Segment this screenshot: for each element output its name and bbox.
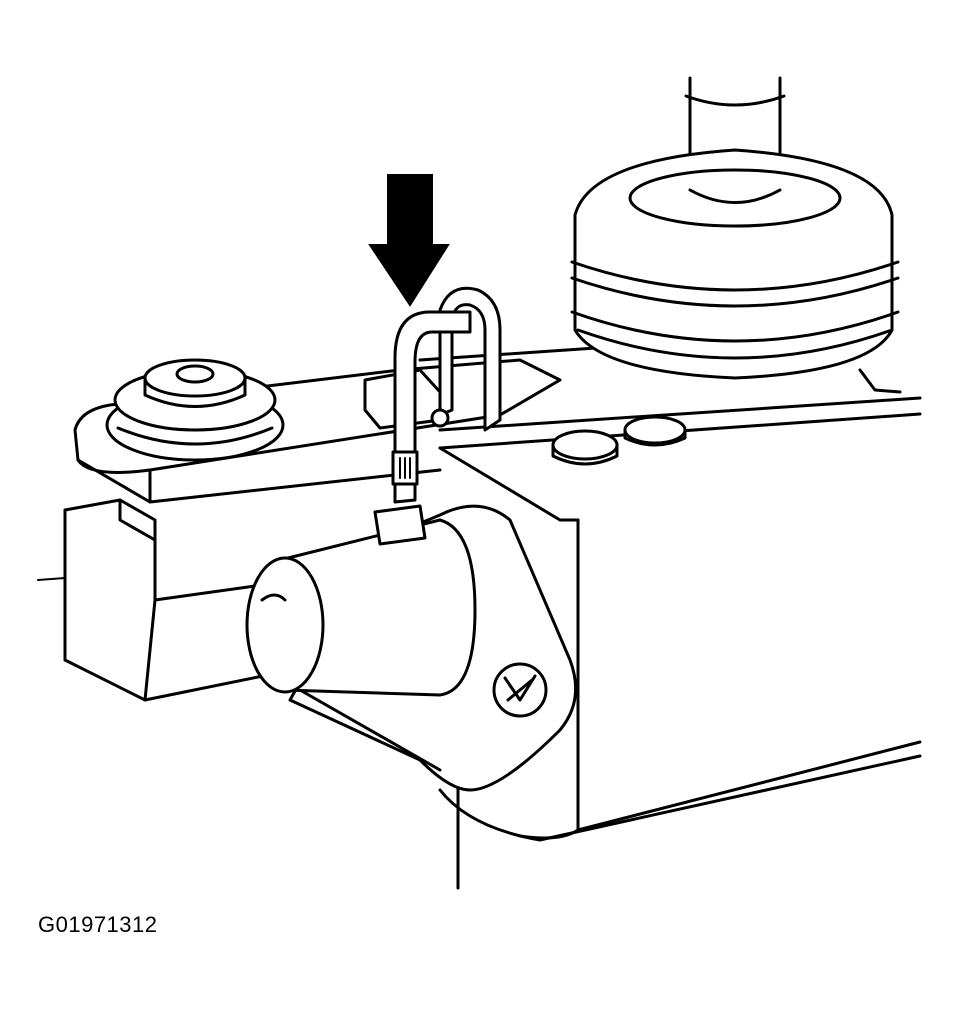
sensor-body [245,504,477,697]
cap-boot [570,76,902,394]
figure-id-label: G01971312 [38,912,158,937]
down-arrow-icon [368,174,450,307]
sensor-wire [391,310,472,504]
bracket-bolt [105,358,285,462]
top-bolts [551,415,687,466]
wire-guide [430,286,502,432]
